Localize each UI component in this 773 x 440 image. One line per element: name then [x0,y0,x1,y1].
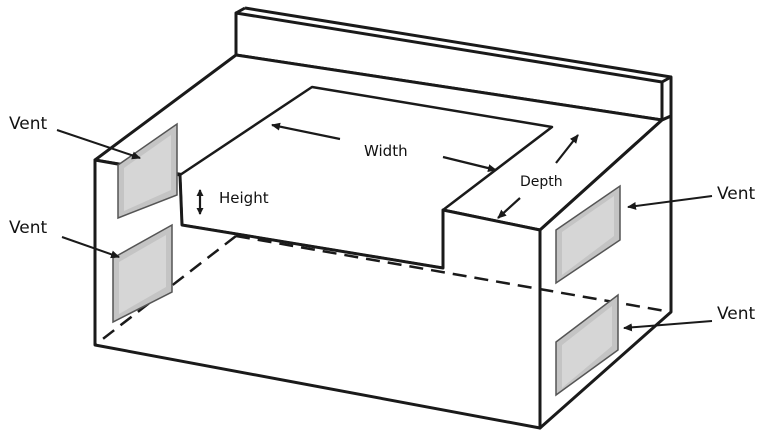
depth-label: Depth [520,174,563,190]
vent-arrow-right-lower [623,320,713,332]
back-panel [234,6,673,122]
vent-arrow-right-upper [627,195,713,210]
vent-left-upper [117,122,178,220]
front-face [93,158,542,430]
vent-leader-arrows [56,129,713,332]
vent-arrow-left-upper [56,129,141,160]
vent-arrow-left-lower [61,236,120,259]
vent-label-right-upper: Vent [717,184,756,204]
width-arrow-left [271,122,341,141]
depth-arrow-down [497,197,521,219]
height-label: Height [219,189,269,207]
vent-label-left-lower: Vent [9,218,48,238]
vent-label-right-lower: Vent [717,304,756,324]
depth-arrow-up [555,134,579,164]
vent-right-lower [555,293,619,397]
width-arrow-right [442,155,497,172]
width-label: Width [364,142,408,160]
vent-label-left-upper: Vent [9,114,48,134]
vent-left-lower [112,223,173,324]
vent-right-upper [555,184,621,285]
